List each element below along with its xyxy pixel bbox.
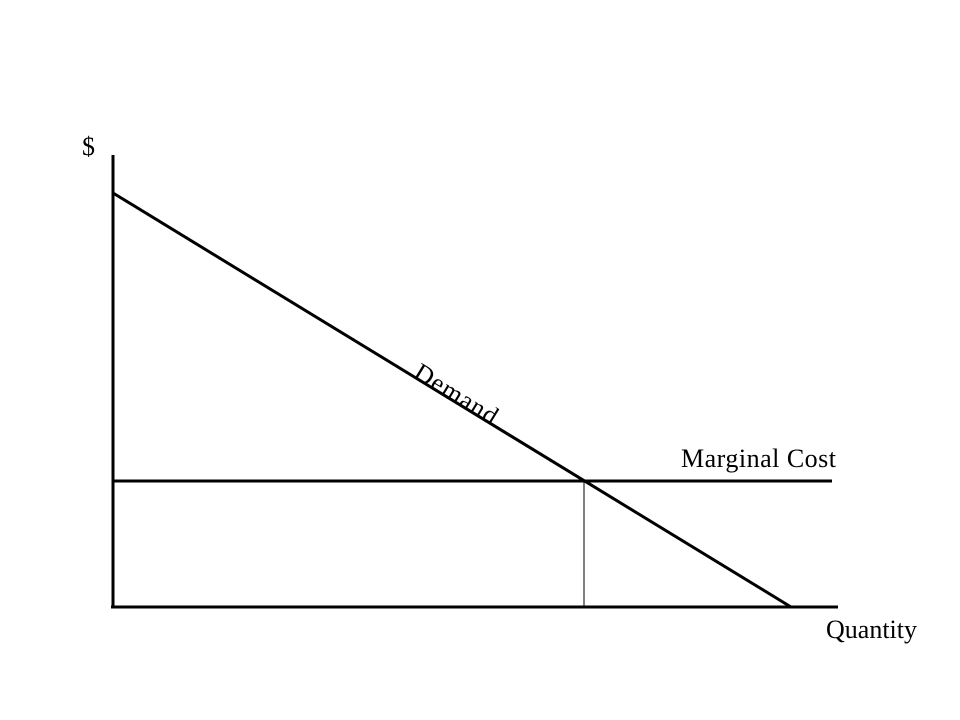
demand-label: Demand <box>409 357 504 431</box>
marginal-cost-label: Marginal Cost <box>681 444 837 473</box>
demand-curve <box>112 191 792 609</box>
y-axis-label: $ <box>82 132 95 161</box>
x-axis-label: Quantity <box>826 615 917 644</box>
